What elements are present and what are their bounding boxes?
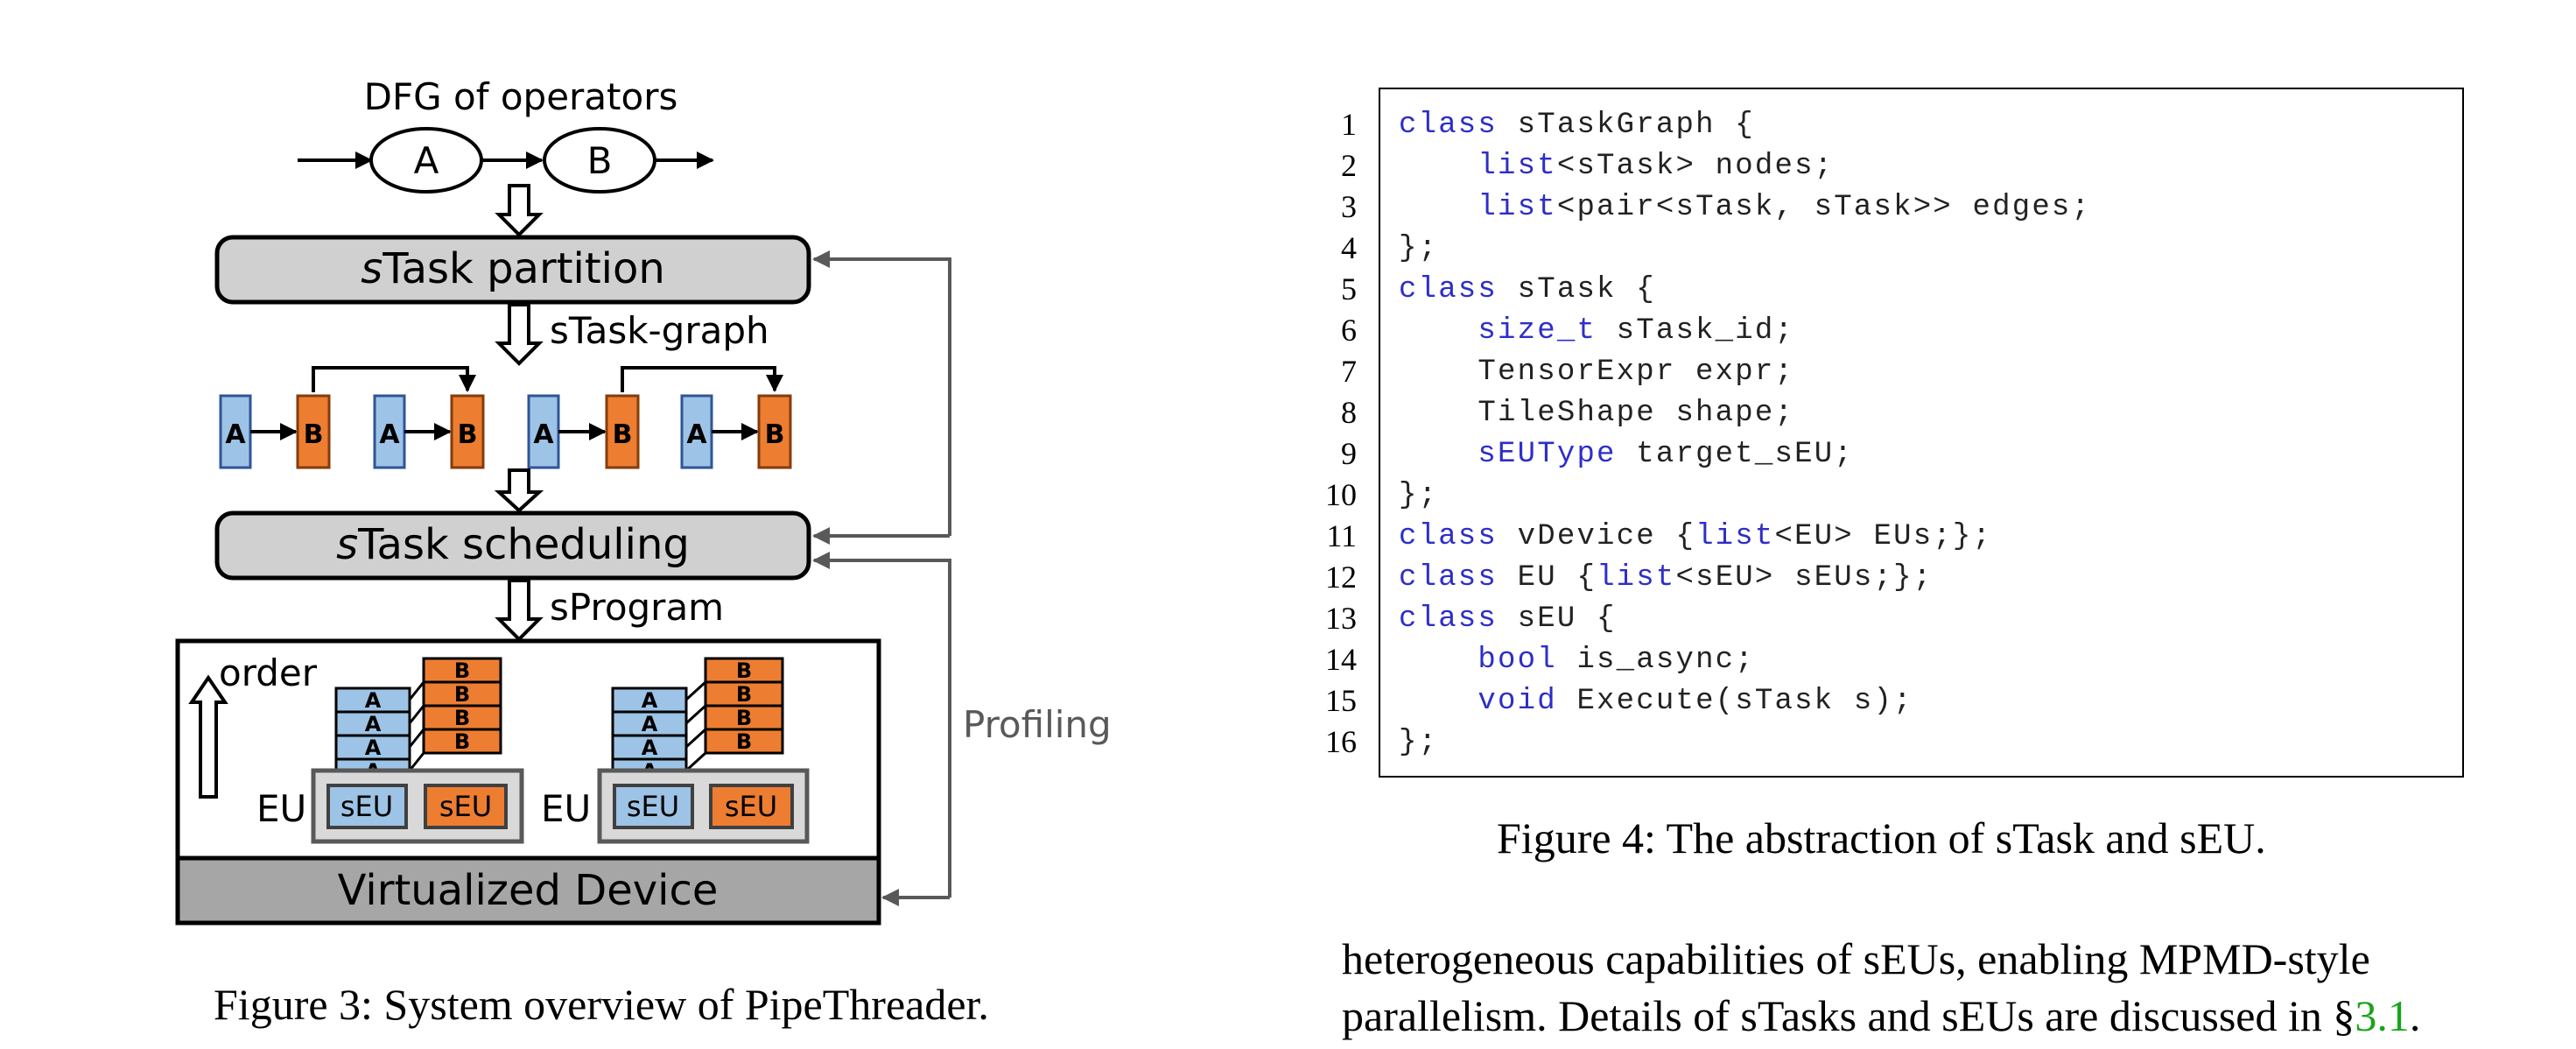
code-line: size_t sTask_id;: [1478, 314, 1795, 348]
task-b-block: [605, 394, 640, 469]
code-line: list<pair<sTask, sTask>> edges;: [1478, 191, 2092, 224]
hollow-arrow-down-icon: [494, 468, 544, 513]
body-text-line: heterogeneous capabilities of sEUs, enab…: [1342, 934, 2370, 983]
section-reference-link[interactable]: 3.1: [2355, 991, 2410, 1040]
svg-text:A: A: [365, 712, 382, 736]
task-a-block: [219, 394, 252, 469]
line-number: 7: [1341, 354, 1357, 389]
dependency-arrow: [312, 366, 476, 392]
operator-b-label: B: [587, 139, 613, 182]
task-b-block: [296, 394, 331, 469]
code-line: };: [1399, 479, 1439, 512]
svg-text:A: A: [642, 712, 658, 736]
line-number: 13: [1325, 601, 1357, 636]
line-number: 6: [1341, 313, 1357, 348]
code-line: list<sTask> nodes;: [1478, 150, 1835, 183]
order-label: order: [219, 651, 318, 694]
virtualized-device-bar: [175, 855, 881, 926]
line-number: 8: [1341, 395, 1357, 430]
stask-partition-box: [214, 235, 811, 305]
svg-text:B: B: [454, 729, 470, 754]
code-line: class vDevice {list<EU> EUs;};: [1399, 520, 1993, 553]
svg-text:A: A: [365, 688, 382, 713]
code-line: class sTask {: [1399, 273, 1656, 306]
svg-text:B: B: [736, 682, 752, 707]
eu-label: EU: [256, 787, 306, 830]
svg-text:B: B: [454, 706, 470, 730]
stask-partition-label: sTask partition: [361, 244, 665, 293]
svg-text:B: B: [736, 729, 752, 754]
dependency-arrow: [621, 366, 783, 392]
stask-graph: A B A B A B A B: [219, 366, 792, 469]
stask-scheduling-label: sTask scheduling: [336, 520, 690, 569]
svg-text:A: A: [365, 736, 382, 760]
svg-text:A: A: [379, 419, 400, 450]
hollow-arrow-down-icon: [495, 303, 544, 366]
svg-text:sEU: sEU: [340, 790, 393, 823]
code-line: };: [1399, 726, 1439, 759]
feedback-arrow-partition: [812, 250, 951, 536]
code-line: TileShape shape;: [1478, 397, 1795, 430]
body-text-line: parallelism. Details of sTasks and sEUs …: [1342, 991, 2421, 1040]
svg-text:B: B: [458, 419, 478, 450]
line-number: 9: [1341, 436, 1357, 471]
order-arrow-icon: [188, 674, 228, 799]
code-line: TensorExpr expr;: [1478, 356, 1795, 389]
code-line: void Execute(sTask s);: [1478, 685, 1913, 718]
operator-a-label: A: [414, 139, 439, 182]
svg-text:B: B: [613, 419, 633, 450]
figure-3-caption: Figure 3: System overview of PipeThreade…: [214, 980, 989, 1029]
svg-text:B: B: [736, 706, 752, 730]
seu-block: [326, 784, 408, 829]
eu-label: EU: [541, 787, 591, 830]
line-number: 4: [1341, 230, 1357, 265]
figure-4-caption: Figure 4: The abstraction of sTask and s…: [1497, 813, 2266, 862]
line-number: 15: [1325, 683, 1357, 718]
sprogram-label: sProgram: [550, 586, 724, 629]
line-number: 2: [1341, 148, 1357, 183]
line-number: 3: [1341, 189, 1357, 224]
code-line: class sEU {: [1399, 602, 1617, 636]
code-listing-box: [1379, 88, 2464, 778]
line-number: 11: [1326, 518, 1357, 553]
seu-block: [709, 784, 794, 829]
system-overview-diagram: DFG of operators A B sTask partition sTa…: [175, 75, 1126, 926]
seu-block: [424, 784, 508, 829]
svg-text:A: A: [225, 419, 246, 450]
svg-text:A: A: [642, 688, 658, 713]
svg-text:B: B: [304, 419, 324, 450]
line-number: 1: [1341, 107, 1357, 142]
svg-text:A: A: [686, 419, 707, 450]
hollow-arrow-down-icon: [495, 184, 544, 237]
line-number: 10: [1325, 477, 1357, 512]
profiling-arrow-up: [812, 552, 951, 898]
svg-text:B: B: [454, 682, 470, 707]
svg-text:B: B: [736, 658, 752, 683]
task-b-block: [757, 394, 792, 469]
line-number: 12: [1325, 560, 1357, 595]
svg-text:B: B: [454, 658, 470, 683]
svg-text:A: A: [642, 736, 658, 760]
virtualized-device-label: Virtualized Device: [338, 866, 719, 915]
stask-graph-label: sTask-graph: [550, 309, 769, 352]
svg-text:sEU: sEU: [627, 790, 679, 823]
code-line: sEUType target_sEU;: [1478, 438, 1854, 471]
line-number: 5: [1341, 271, 1357, 306]
line-number: 16: [1325, 724, 1357, 759]
svg-text:A: A: [533, 419, 554, 450]
seu-block: [613, 784, 694, 829]
line-number: 14: [1325, 642, 1357, 677]
dfg-title: DFG of operators: [364, 75, 678, 118]
task-b-block: [450, 394, 485, 469]
svg-text:B: B: [765, 419, 785, 450]
code-line: class sTaskGraph {: [1399, 109, 1755, 142]
profiling-label: Profiling: [963, 703, 1112, 746]
code-line: };: [1399, 232, 1439, 265]
svg-text:sEU: sEU: [439, 790, 492, 823]
stask-scheduling-box: [214, 510, 811, 581]
svg-text:sEU: sEU: [725, 790, 777, 823]
hollow-arrow-down-icon: [495, 579, 544, 642]
code-line: class EU {list<sEU> sEUs;};: [1399, 561, 1934, 595]
code-line: bool is_async;: [1478, 644, 1755, 677]
